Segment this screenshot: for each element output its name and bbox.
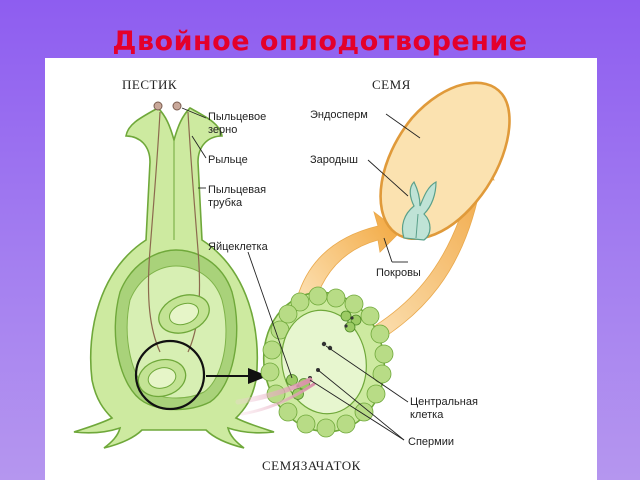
leader-lines xyxy=(181,107,421,441)
seed-header: СЕМЯ xyxy=(372,77,411,92)
slide-title: Двойное оплодотворение xyxy=(112,26,528,57)
seed xyxy=(379,81,511,241)
ovule-header: СЕМЯЗАЧАТОК xyxy=(262,458,361,473)
pistil-header: ПЕСТИК xyxy=(122,77,177,92)
label-pollen-2: зерно xyxy=(208,124,237,136)
label-embryo: Зародыш xyxy=(310,154,358,166)
ovule-magnified xyxy=(235,286,394,438)
label-tube-2: трубка xyxy=(208,197,243,209)
label-tube-1: Пыльцевая xyxy=(208,184,266,196)
label-central-1: Центральная xyxy=(410,396,478,408)
labels: ПЕСТИК СЕМЯ СЕМЯЗАЧАТОК Пыльцевое зерно … xyxy=(122,77,478,473)
pistil xyxy=(73,101,275,449)
label-egg: Яйцеклетка xyxy=(208,241,269,253)
label-sperm: Спермии xyxy=(408,436,454,448)
label-pollen-1: Пыльцевое xyxy=(208,111,266,123)
label-coat: Покровы xyxy=(376,267,421,279)
label-stigma: Рыльце xyxy=(208,154,248,166)
label-central-2: клетка xyxy=(410,409,444,421)
label-endosperm: Эндосперм xyxy=(310,109,368,121)
